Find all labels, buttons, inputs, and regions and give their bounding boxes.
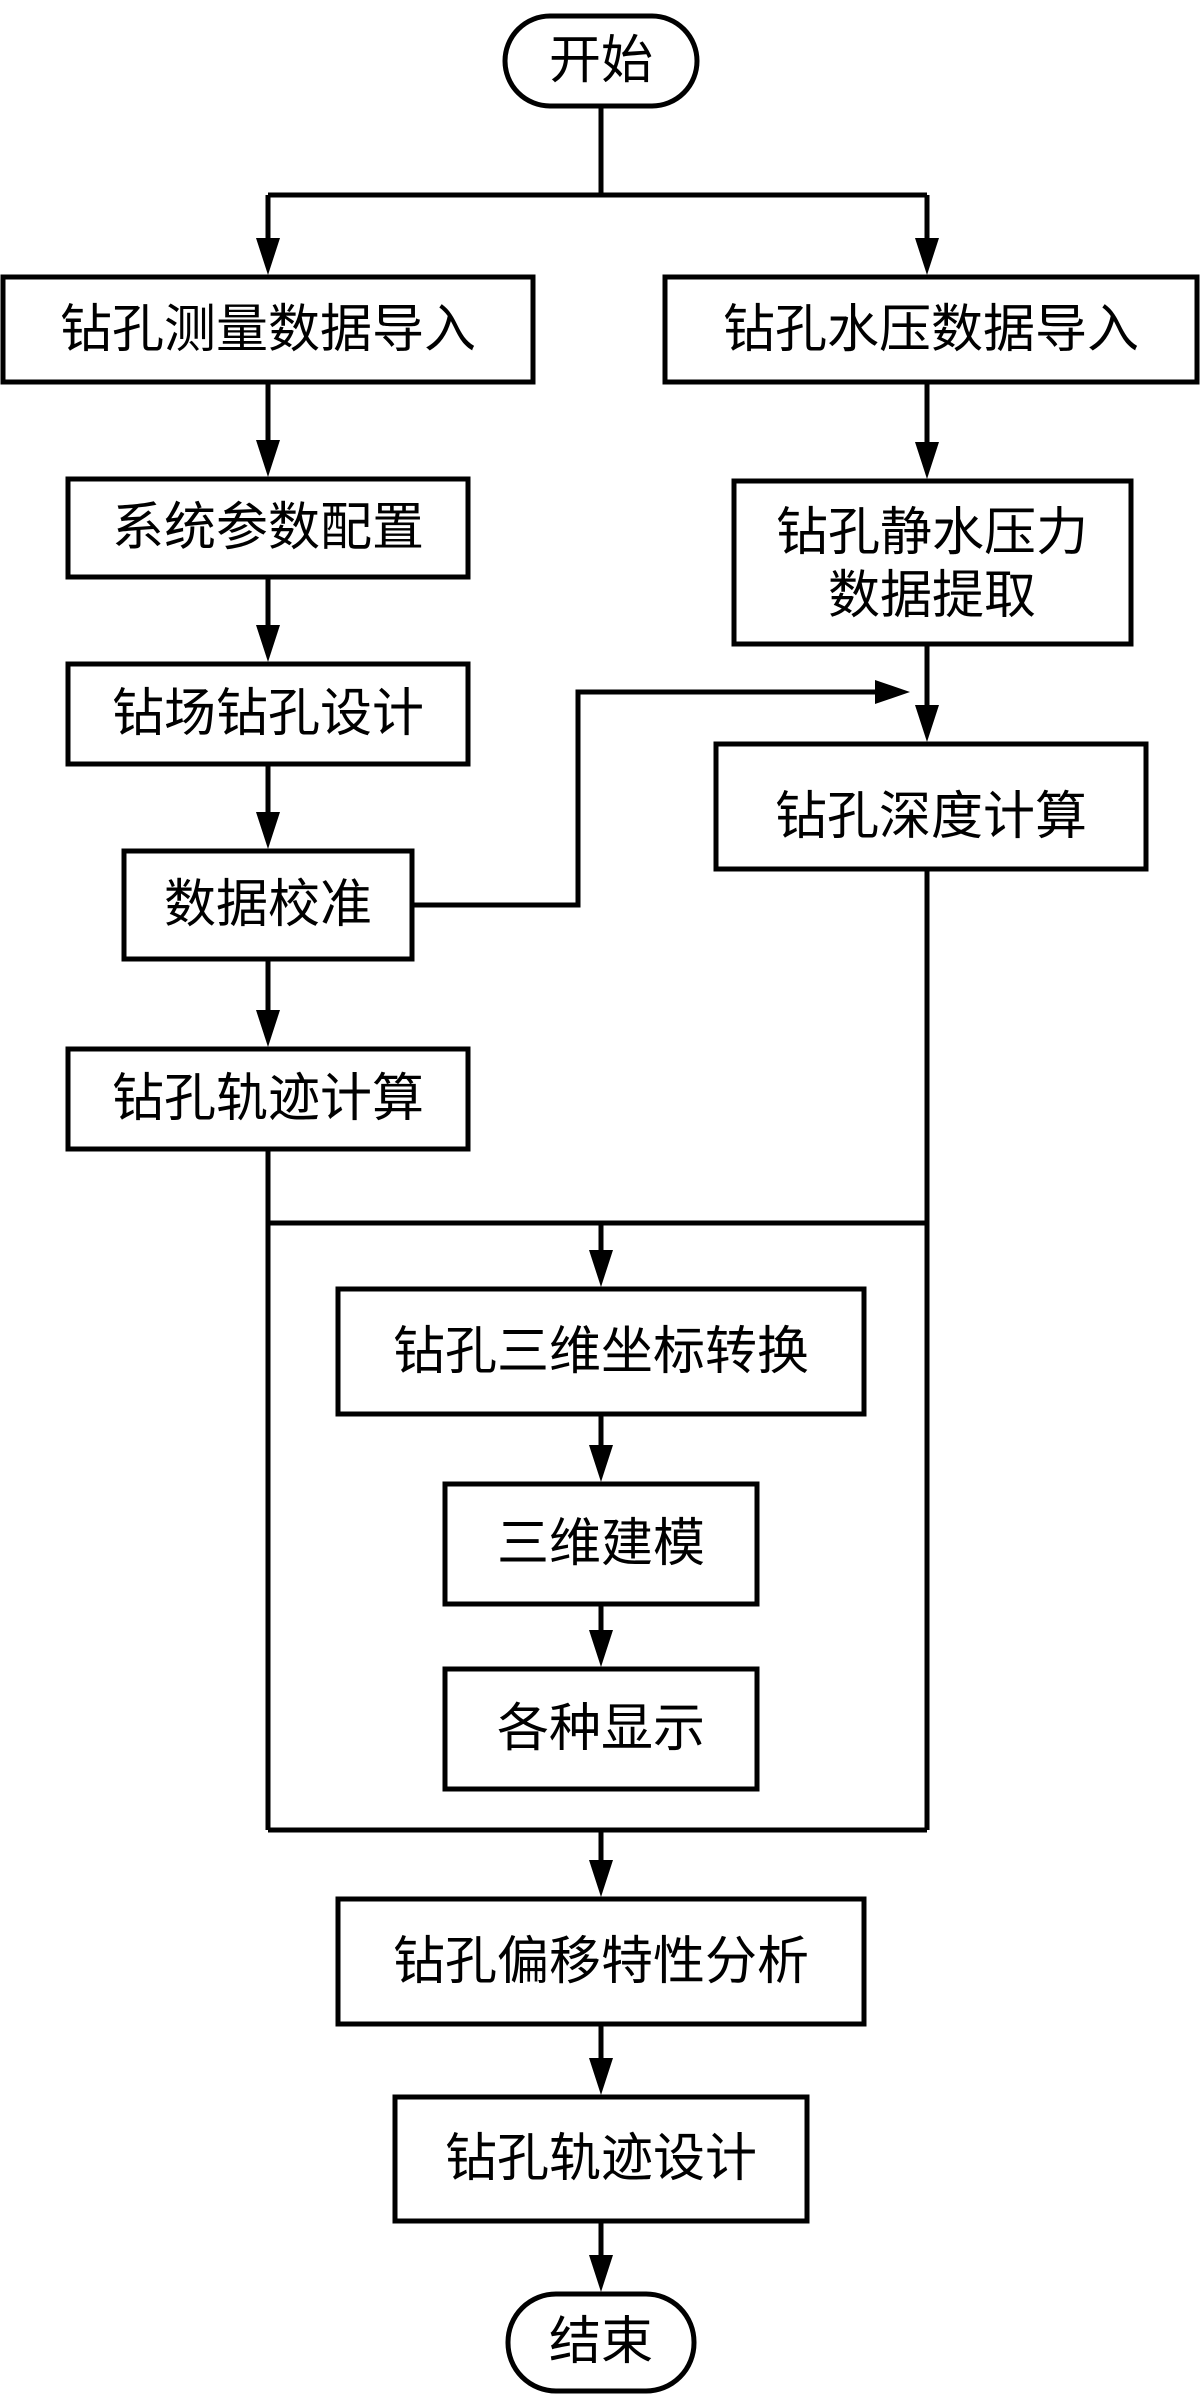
- depth-calc-label: 钻孔深度计算: [775, 787, 1087, 847]
- deviation-analysis-node: 钻孔偏移特性分析: [335, 1896, 867, 2027]
- end-label: 结束: [549, 2312, 653, 2372]
- pressure-import-node: 钻孔水压数据导入: [662, 274, 1200, 385]
- arrowhead-design: [256, 625, 280, 662]
- modeling-3d-node: 三维建模: [442, 1481, 760, 1607]
- calibration-label: 数据校准: [164, 875, 372, 935]
- depth-calc-node: 钻孔深度计算: [713, 741, 1149, 872]
- start-node: 开始: [502, 13, 700, 109]
- static-pressure-node: 钻孔静水压力 数据提取: [731, 478, 1134, 647]
- connector-calibration-to-depth: [412, 689, 885, 908]
- display-label: 各种显示: [497, 1699, 705, 1759]
- arrowhead-survey: [256, 238, 280, 275]
- arrowhead-config: [256, 440, 280, 477]
- coord-transform-label: 钻孔三维坐标转换: [393, 1322, 809, 1382]
- arrowhead-depth: [915, 705, 939, 742]
- end-node: 结束: [505, 2291, 697, 2394]
- arrowhead-transform: [589, 1250, 613, 1287]
- site-design-node: 钻场钻孔设计: [65, 661, 471, 767]
- trajectory-design-label: 钻孔轨迹设计: [445, 2129, 757, 2189]
- survey-import-node: 钻孔测量数据导入: [0, 274, 536, 385]
- calibration-node: 数据校准: [121, 848, 415, 962]
- arrowhead-display: [589, 1630, 613, 1667]
- site-design-label: 钻场钻孔设计: [112, 684, 424, 744]
- connectors: [265, 107, 930, 2265]
- trajectory-calc-node: 钻孔轨迹计算: [65, 1046, 471, 1152]
- static-pressure-label-line2: 数据提取: [828, 566, 1036, 626]
- arrowhead-calibration-right: [875, 680, 910, 704]
- survey-import-label: 钻孔测量数据导入: [60, 300, 476, 360]
- modeling-3d-label: 三维建模: [497, 1514, 705, 1574]
- arrowhead-static: [915, 442, 939, 479]
- trajectory-design-node: 钻孔轨迹设计: [392, 2094, 810, 2224]
- start-label: 开始: [549, 31, 653, 91]
- arrowhead-analysis: [589, 1860, 613, 1897]
- static-pressure-label-line1: 钻孔静水压力: [776, 503, 1088, 563]
- arrowhead-end: [589, 2255, 613, 2292]
- arrowheads: [256, 238, 939, 2292]
- trajectory-calc-label: 钻孔轨迹计算: [112, 1069, 424, 1129]
- pressure-import-label: 钻孔水压数据导入: [723, 300, 1139, 360]
- display-node: 各种显示: [442, 1666, 760, 1792]
- system-config-node: 系统参数配置: [65, 476, 471, 580]
- system-config-label: 系统参数配置: [112, 498, 424, 558]
- arrowhead-pressure: [915, 238, 939, 275]
- deviation-analysis-label: 钻孔偏移特性分析: [393, 1932, 809, 1992]
- arrowhead-modeling: [589, 1445, 613, 1482]
- coord-transform-node: 钻孔三维坐标转换: [335, 1286, 867, 1417]
- arrowhead-calibration: [256, 812, 280, 849]
- arrowhead-trajectory-design: [589, 2058, 613, 2095]
- arrowhead-trajectory: [256, 1010, 280, 1047]
